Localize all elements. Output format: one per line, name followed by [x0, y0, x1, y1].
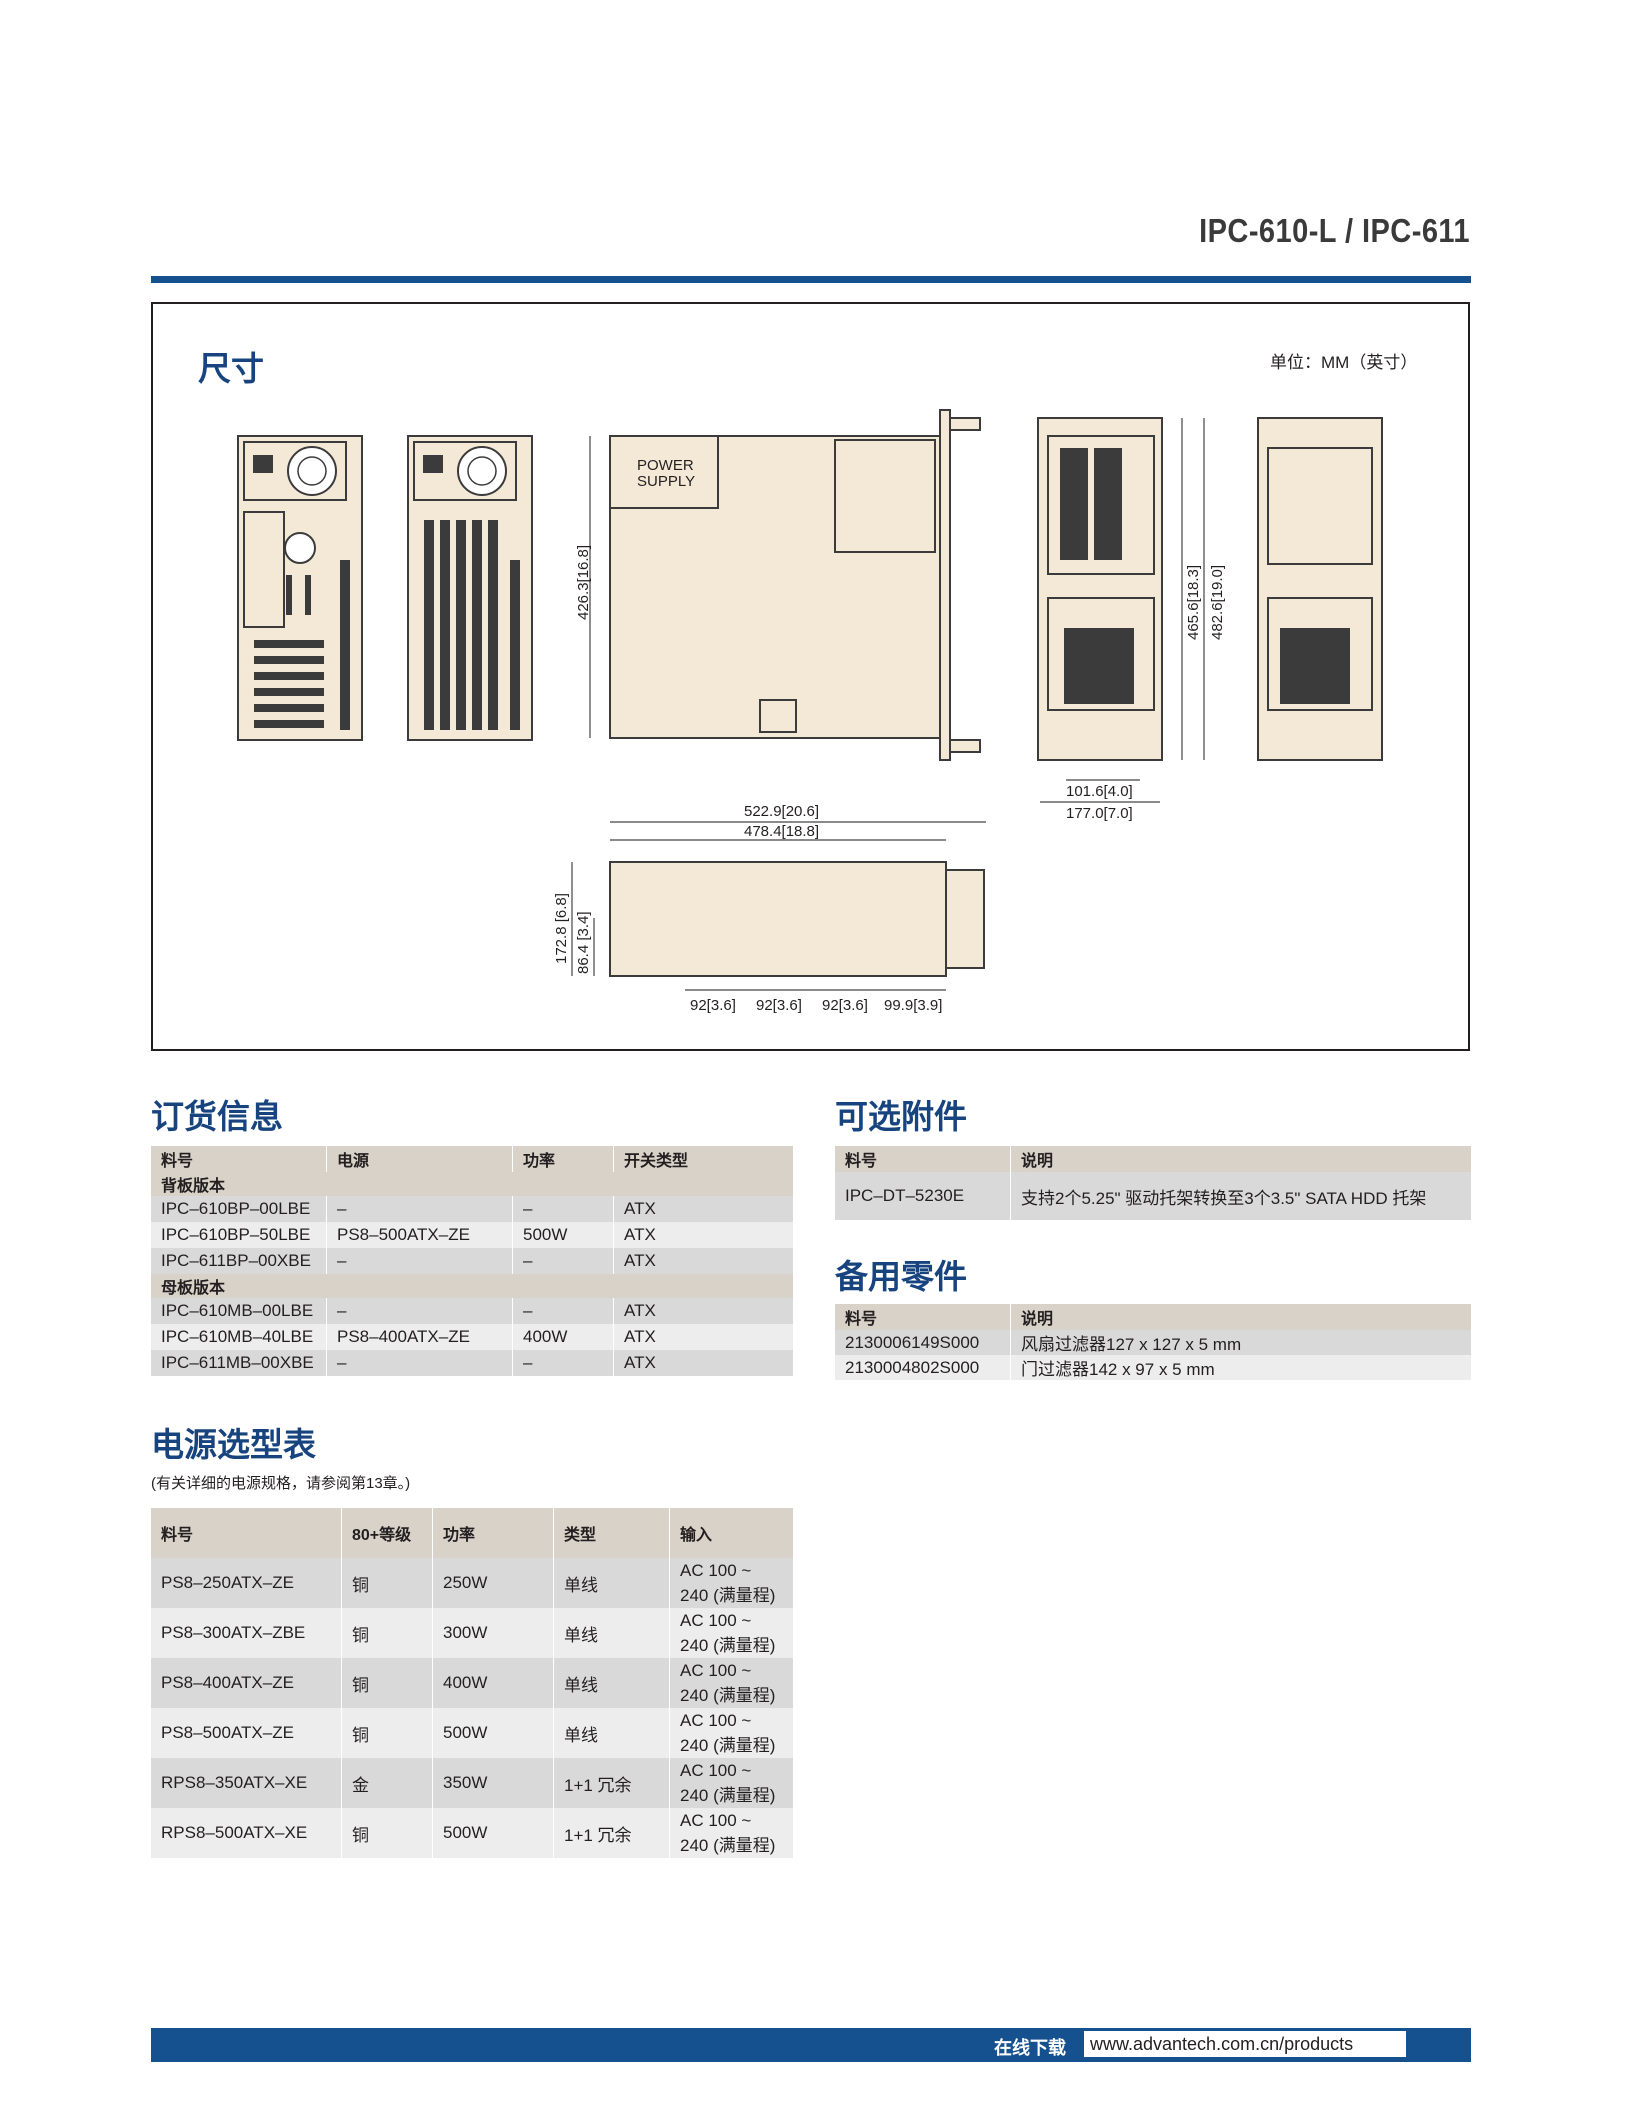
dimension-drawings: POWER SUPPLY 426.3[16.8] 465.6[18.3] 482… — [237, 409, 1383, 1014]
dim-side-offset: 86.4 [3.4] — [575, 911, 592, 974]
dim-width-inner: 101.6[4.0] — [1066, 783, 1133, 800]
power-supply-label-1: POWER — [637, 457, 694, 474]
ordering-group-backplane: 背板版本 — [151, 1172, 793, 1196]
psu-heading: 电源选型表 — [151, 1426, 316, 1463]
ordering-group-motherboard: 母板版本 — [151, 1274, 793, 1298]
dimensions-heading: 尺寸 — [198, 350, 264, 387]
dim-length-total: 522.9[20.6] — [744, 803, 819, 820]
ordering-col-part: 料号 — [151, 1146, 327, 1172]
front-view-610-drawing — [1037, 417, 1163, 761]
dim-side-height: 172.8 [6.8] — [553, 893, 570, 964]
dim-height-side-a: 465.6[18.3] — [1185, 565, 1202, 640]
dim-spacing-1: 92[3.6] — [690, 997, 736, 1014]
front-view-611-drawing — [1257, 417, 1383, 761]
rear-view-610-drawing — [237, 435, 363, 741]
accessories-heading: 可选附件 — [835, 1098, 967, 1135]
dim-spacing-2: 92[3.6] — [756, 997, 802, 1014]
dim-spacing-3: 92[3.6] — [822, 997, 868, 1014]
psu-note: (有关详细的电源规格，请参阅第13章。) — [151, 1475, 411, 1492]
side-view-drawing — [609, 861, 985, 977]
dim-height-side-b: 482.6[19.0] — [1209, 565, 1226, 640]
power-supply-label-2: SUPPLY — [637, 473, 695, 490]
footer-download-label: 在线下载 — [994, 2038, 1066, 2058]
dim-length-inner: 478.4[18.8] — [744, 823, 819, 840]
rear-view-611-drawing — [407, 435, 533, 741]
ordering-col-switch: 开关类型 — [613, 1146, 793, 1172]
spare-parts-heading: 备用零件 — [835, 1258, 967, 1295]
ordering-col-psu: 电源 — [326, 1146, 513, 1172]
ordering-heading: 订货信息 — [151, 1098, 283, 1135]
footer-url-link[interactable]: www.advantech.com.cn/products — [1084, 2031, 1406, 2057]
dim-height-main: 426.3[16.8] — [575, 545, 592, 620]
dimensions-panel — [151, 302, 1470, 1051]
title-rule — [151, 276, 1471, 283]
ordering-col-power: 功率 — [512, 1146, 614, 1172]
ordering-table: 料号 电源 功率 开关类型 背板版本 IPC–610BP–00LBE––ATX … — [151, 1146, 793, 1376]
document-title: IPC-610-L / IPC-611 — [1199, 212, 1470, 249]
dim-spacing-4: 99.9[3.9] — [884, 997, 942, 1014]
unit-label: 单位：MM（英寸） — [1270, 353, 1418, 372]
dim-width-outer: 177.0[7.0] — [1066, 805, 1133, 822]
top-view-drawing — [609, 409, 981, 761]
